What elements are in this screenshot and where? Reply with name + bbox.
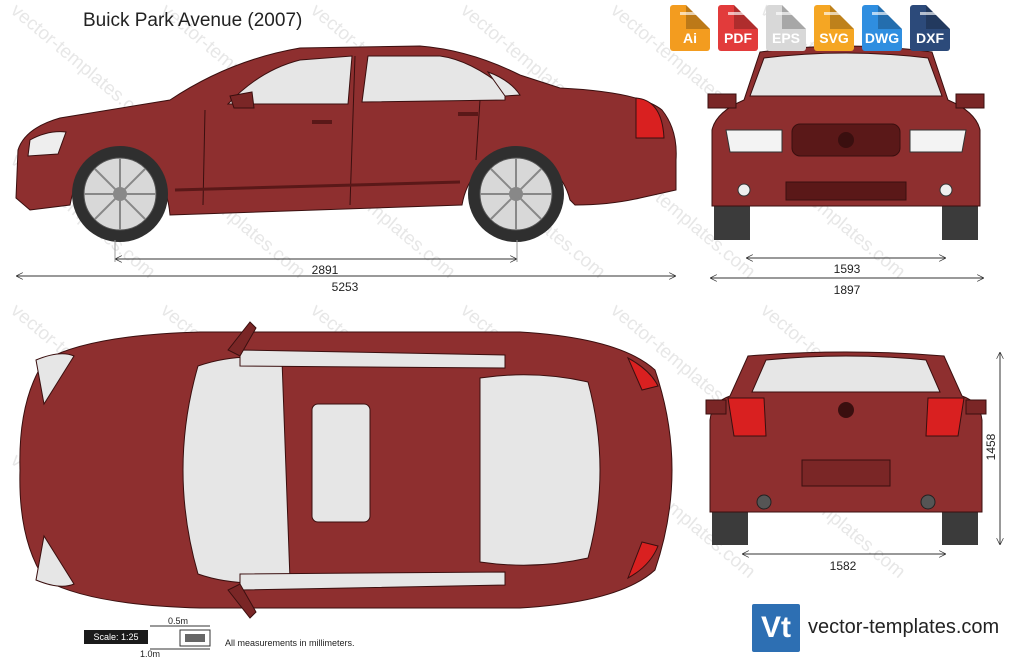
wheelbase-label: 2891	[311, 263, 339, 277]
eps-file-icon[interactable]: EPS	[766, 5, 806, 51]
rear-view	[705, 351, 987, 545]
top-windshield	[182, 356, 291, 584]
format-label: DXF	[916, 30, 944, 46]
width-label: 1897	[833, 283, 861, 297]
side-window-quarter	[486, 70, 521, 97]
top-rear-window	[479, 374, 601, 566]
format-label: PDF	[724, 30, 752, 46]
pdf-file-icon[interactable]: PDF	[718, 5, 758, 51]
dwg-file-icon[interactable]: DWG	[862, 5, 902, 51]
page-title: Buick Park Avenue (2007)	[83, 10, 303, 31]
license-plate	[801, 459, 891, 487]
scale-one-meter: 1.0m	[140, 649, 161, 659]
measurement-note: All measurements in millimeters.	[225, 638, 355, 648]
rear-taillight-left	[727, 397, 767, 437]
dxf-file-icon[interactable]: DXF	[910, 5, 950, 51]
format-icons: Ai PDF EPS SVG DWG DXF	[670, 5, 950, 53]
top-sunroof	[311, 403, 371, 523]
top-view	[19, 321, 673, 619]
front-wheel	[72, 146, 168, 242]
format-label: SVG	[819, 30, 849, 46]
format-label: Ai	[683, 30, 697, 46]
front-track-label: 1593	[833, 262, 861, 276]
scale-label: Scale: 1:25	[84, 630, 148, 644]
rear-wheel	[468, 146, 564, 242]
side-view	[15, 45, 677, 242]
front-view	[707, 45, 985, 240]
side-mirror	[229, 91, 255, 109]
height-label: 1458	[984, 433, 998, 461]
format-label: EPS	[771, 30, 800, 46]
scale-half-meter: 0.5m	[168, 616, 189, 626]
rear-track-label: 1582	[829, 559, 857, 573]
ai-file-icon[interactable]: Ai	[670, 5, 710, 51]
scale-bar	[150, 625, 211, 650]
format-label: DWG	[864, 30, 900, 46]
vt-logo-icon[interactable]: Vt	[752, 604, 800, 652]
rear-taillight-right	[925, 397, 965, 437]
length-label: 5253	[331, 280, 359, 294]
brand-site[interactable]: vector-templates.com	[808, 616, 1000, 638]
svg-file-icon[interactable]: SVG	[814, 5, 854, 51]
front-headlight-right	[909, 129, 967, 153]
front-windshield	[749, 52, 943, 97]
rear-window	[751, 355, 941, 393]
front-headlight-left	[725, 129, 783, 153]
taillight	[635, 97, 665, 139]
headlight	[27, 131, 67, 157]
